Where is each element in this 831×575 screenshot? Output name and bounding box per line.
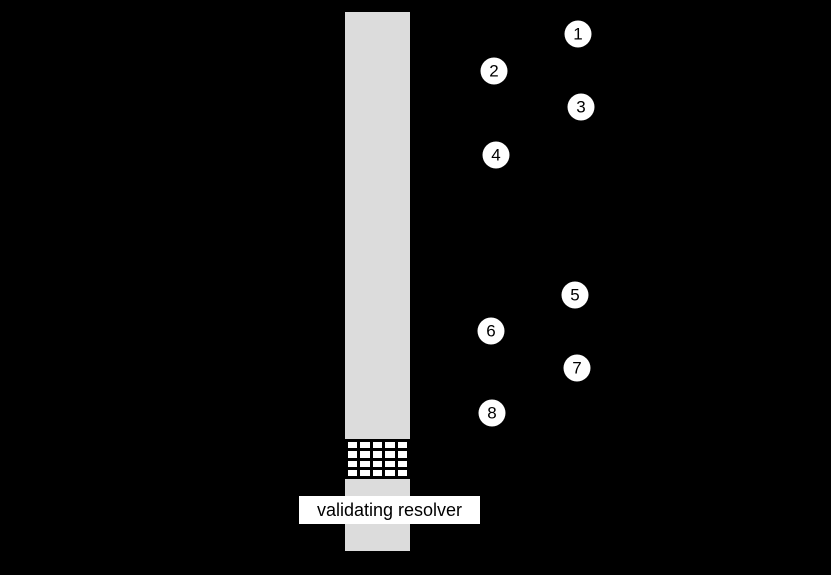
step-marker-2: 2 [480, 57, 508, 85]
grid-pattern [345, 439, 410, 479]
grid-cell [385, 469, 395, 476]
grid-cell [372, 442, 383, 449]
grid-cell [397, 460, 407, 467]
grid-cell [372, 469, 383, 476]
grid-cell [397, 451, 407, 458]
grid-cell [372, 451, 383, 458]
grid-cell [360, 469, 370, 476]
step-marker-7: 7 [563, 354, 591, 382]
grid-cell [348, 469, 358, 476]
resolver-label: validating resolver [299, 496, 480, 524]
grid-cell [397, 469, 407, 476]
grid-cell [385, 442, 395, 449]
grid-cell [348, 442, 358, 449]
step-marker-5: 5 [561, 281, 589, 309]
step-marker-6: 6 [477, 317, 505, 345]
grid-cell [360, 451, 370, 458]
grid-cell [348, 460, 358, 467]
grid-cell [372, 460, 383, 467]
grid-cell [348, 451, 358, 458]
grid-cell [360, 442, 370, 449]
step-marker-8: 8 [478, 399, 506, 427]
step-marker-4: 4 [482, 141, 510, 169]
grid-cell [397, 442, 407, 449]
step-marker-1: 1 [564, 20, 592, 48]
grid-cell [385, 451, 395, 458]
step-marker-3: 3 [567, 93, 595, 121]
grid-cell [385, 460, 395, 467]
grid-cell [360, 460, 370, 467]
